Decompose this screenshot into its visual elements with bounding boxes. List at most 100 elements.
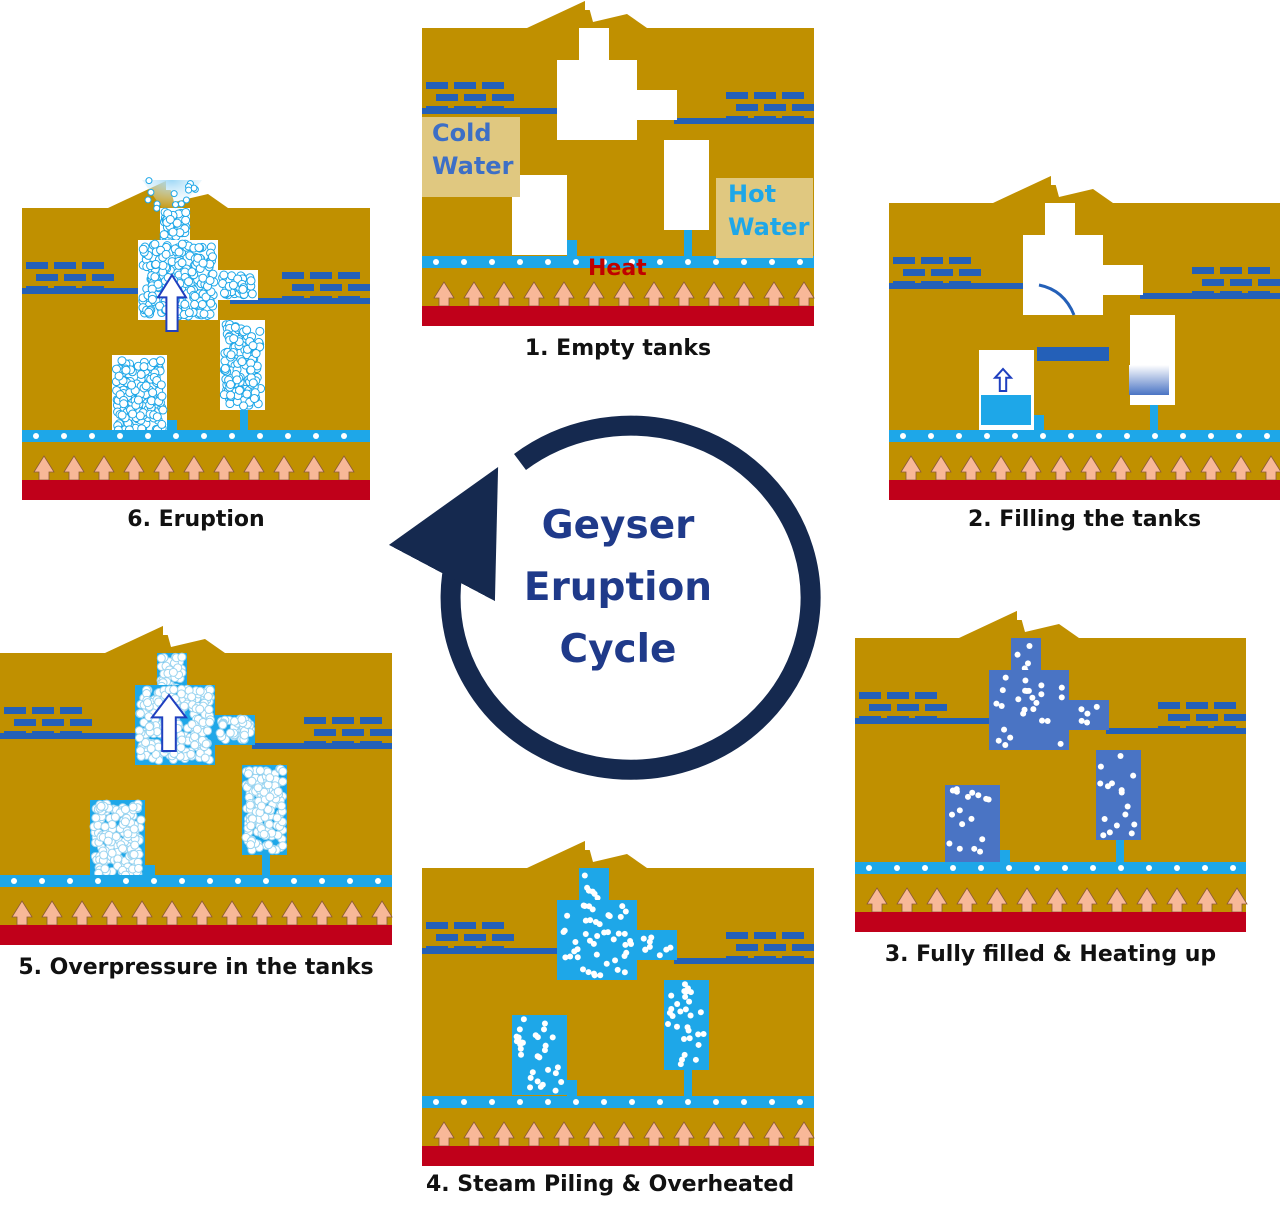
heat-arrow-icon [960, 455, 982, 481]
cold-inflow-pipe [422, 948, 557, 954]
steam-bubble [177, 735, 187, 745]
heat-arrow-icon [1046, 887, 1068, 913]
chamber [989, 670, 1069, 750]
steam-bubble [979, 836, 986, 843]
steam-bubble [190, 740, 200, 750]
water-bubble [741, 1099, 747, 1105]
steam-bubble [242, 325, 252, 335]
aquifer-cold [64, 274, 86, 281]
cold-inflow-pipe [0, 733, 135, 739]
heat-arrow-icon [1136, 887, 1158, 913]
aquifer-hot [792, 104, 814, 111]
water-bubble [713, 1099, 719, 1105]
aquifer-cold [26, 262, 48, 269]
heat-arrow-icon [733, 1121, 755, 1147]
steam-bubble [100, 822, 110, 832]
heat-arrow-icon [493, 1121, 515, 1147]
steam-bubble [581, 872, 588, 879]
steam-bubble [695, 1031, 702, 1038]
aquifer-hot [1248, 267, 1270, 274]
water-bubble [900, 433, 906, 439]
water-bubble [1180, 433, 1186, 439]
heat-arrow-icon [583, 281, 605, 307]
aquifer-cold [859, 692, 881, 699]
label-hot-line-1: Hot [728, 180, 777, 208]
steam-bubble [1026, 642, 1033, 649]
steam-bubble [552, 1070, 559, 1077]
steam-bubble [999, 687, 1006, 694]
steam-bubble [700, 1030, 707, 1037]
steam-bubble [646, 943, 653, 950]
steam-bubble [949, 811, 956, 818]
aquifer-hot [1202, 279, 1224, 286]
aquifer-hot [1220, 267, 1242, 274]
steam-bubble [621, 969, 628, 976]
steam-bubble [127, 380, 137, 390]
steam-bubble [1093, 703, 1100, 710]
steam-bubble [586, 903, 593, 910]
steam-bubble [169, 685, 179, 695]
label-hot-line-2: Water [728, 213, 810, 241]
steam-bubble [946, 840, 953, 847]
heat-arrow-icon [866, 887, 888, 913]
steam-bubble [144, 307, 154, 317]
steam-bubble [264, 819, 274, 829]
rock-mass [855, 610, 1246, 932]
steam-bubble [180, 299, 190, 309]
steam-bubble [168, 227, 178, 237]
heat-source-bar [22, 480, 370, 500]
hot-connector [1150, 405, 1158, 435]
water-bubble [984, 433, 990, 439]
steam-bubble [152, 412, 162, 422]
steam-bubble [141, 737, 151, 747]
steam-bubble [204, 705, 214, 715]
steam-bubble [1022, 677, 1029, 684]
steam-bubble [545, 1066, 552, 1073]
heat-arrow-icon [433, 281, 455, 307]
steam-bubble [964, 793, 971, 800]
steam-bubble [642, 946, 649, 953]
chamber [1103, 265, 1143, 295]
steam-bubble [969, 789, 976, 796]
rock-mass [889, 175, 1280, 500]
steam-bubble [953, 786, 960, 793]
water-bubble [978, 865, 984, 871]
aquifer-hot [314, 729, 336, 736]
vent-gap [585, 840, 591, 850]
steam-bubble [157, 419, 167, 429]
steam-bubble [975, 792, 982, 799]
steam-bubble [139, 362, 149, 372]
steam-bubble [621, 952, 628, 959]
steam-bubble [136, 815, 146, 825]
steam-bubble [648, 934, 655, 941]
steam-bubble [201, 739, 211, 749]
steam-bubble [200, 753, 210, 763]
label-hot-water: Hot Water [716, 178, 813, 258]
heat-arrow-icon [303, 455, 325, 481]
steam-bubble [220, 363, 230, 373]
steam-bubble [226, 350, 236, 360]
water-bubble [1208, 433, 1214, 439]
steam-bubble [177, 239, 187, 249]
steam-bubble [187, 267, 197, 277]
water-bubble [319, 878, 325, 884]
water-bubble [769, 259, 775, 265]
steam-bubble [176, 689, 186, 699]
steam-bubble [681, 981, 688, 988]
water-bubble [517, 259, 523, 265]
heat-arrow-icon [613, 1121, 635, 1147]
steam-bubble [610, 936, 617, 943]
water-bubble [1230, 865, 1236, 871]
aquifer-hot [320, 284, 342, 291]
heat-arrow-icon [161, 900, 183, 926]
vent-gap [1051, 175, 1057, 185]
steam-bubble [181, 207, 191, 217]
steam-bubble [259, 787, 269, 797]
caption-filling-tanks: 2. Filling the tanks [967, 507, 1202, 532]
steam-bubble [581, 902, 588, 909]
steam-bubble [228, 280, 238, 290]
steam-bubble [534, 1078, 541, 1085]
heat-arrow-icon [333, 455, 355, 481]
steam-bubble [572, 938, 579, 945]
steam-bubble [119, 399, 129, 409]
